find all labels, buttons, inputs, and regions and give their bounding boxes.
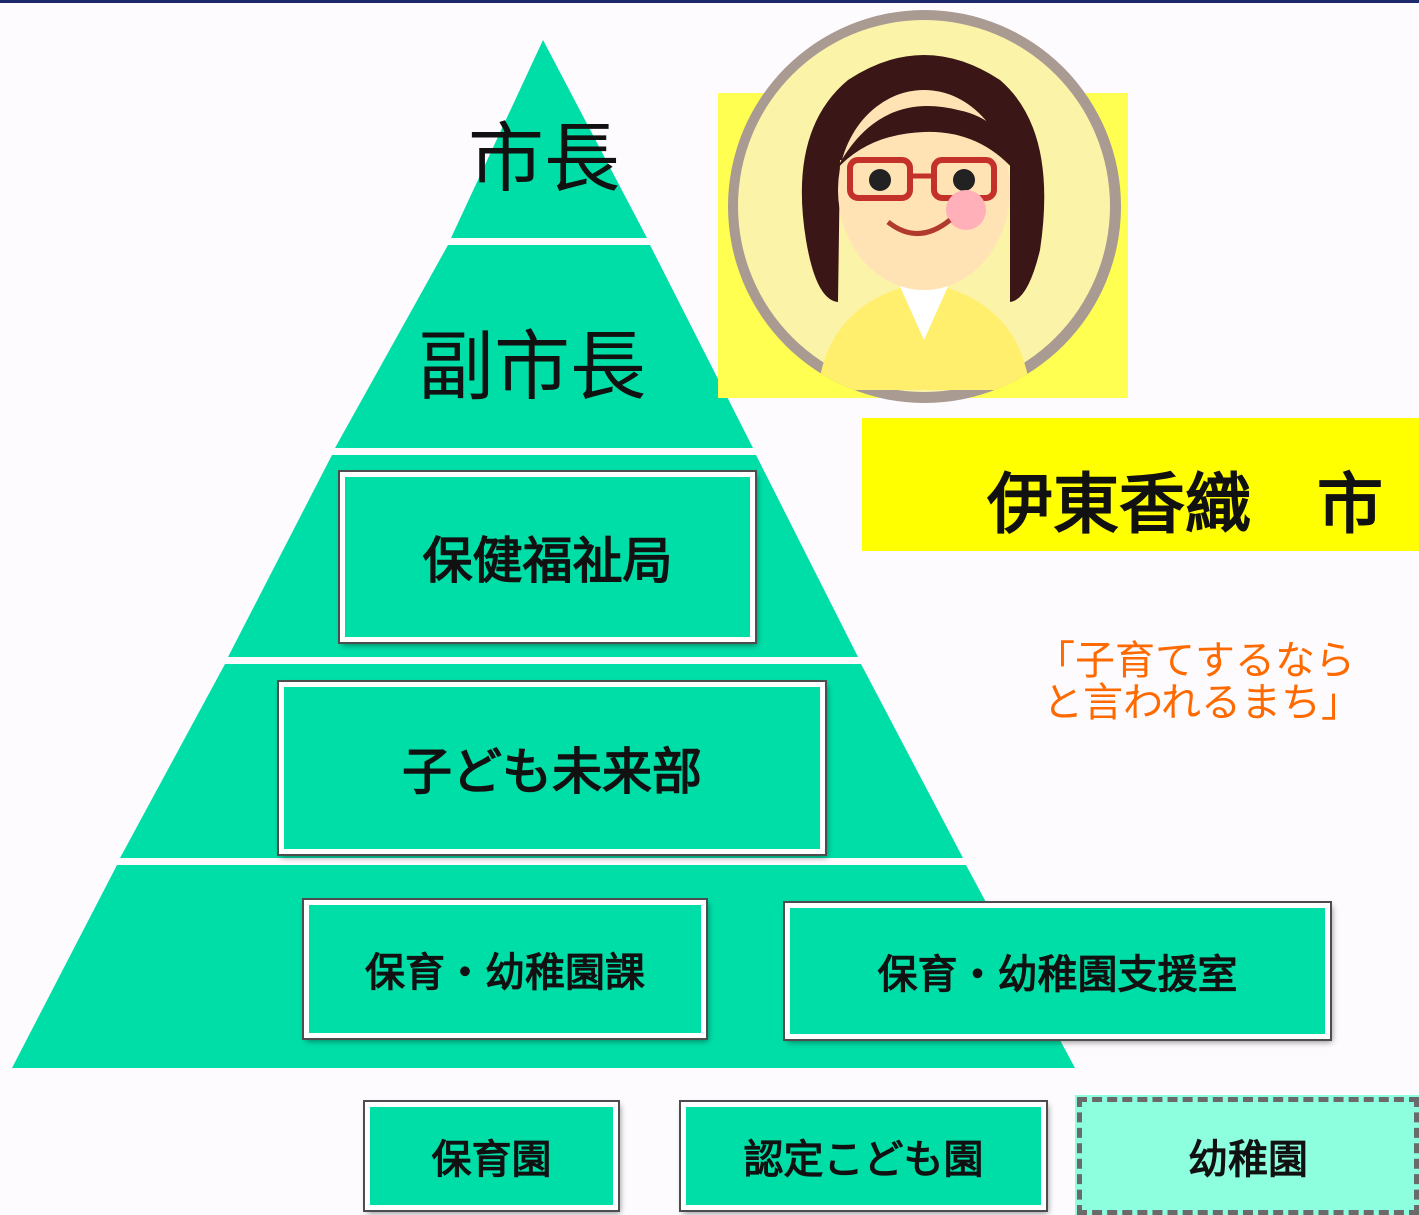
box-nursery: 保育園 xyxy=(363,1100,620,1212)
mayor-portrait-avatar xyxy=(728,10,1121,403)
mayor-name: 伊東香織 市 xyxy=(987,466,1383,543)
level-mayor: 市長 xyxy=(468,114,620,203)
quote-line-1: 「子育てするなら xyxy=(1035,638,1355,684)
box-children-future-dept: 子ども未来部 xyxy=(277,680,827,856)
quote-line-2: と言われるまち」 xyxy=(1043,680,1361,726)
mayor-illustration xyxy=(738,20,1110,392)
box-childcare-support-office: 保育・幼稚園支援室 xyxy=(783,901,1332,1041)
pyramid-tier-2 xyxy=(335,245,753,448)
box-certified-center: 認定こども園 xyxy=(679,1100,1048,1212)
pyramid-tier-1 xyxy=(451,40,647,238)
name-plate: 伊東香織 市 xyxy=(862,418,1419,551)
box-kindergarten: 幼稚園 xyxy=(1075,1095,1419,1215)
level-deputy-mayor: 副市長 xyxy=(418,322,646,411)
box-childcare-section: 保育・幼稚園課 xyxy=(302,898,708,1040)
box-health-welfare-bureau: 保健福祉局 xyxy=(338,470,757,644)
top-border xyxy=(0,0,1419,3)
